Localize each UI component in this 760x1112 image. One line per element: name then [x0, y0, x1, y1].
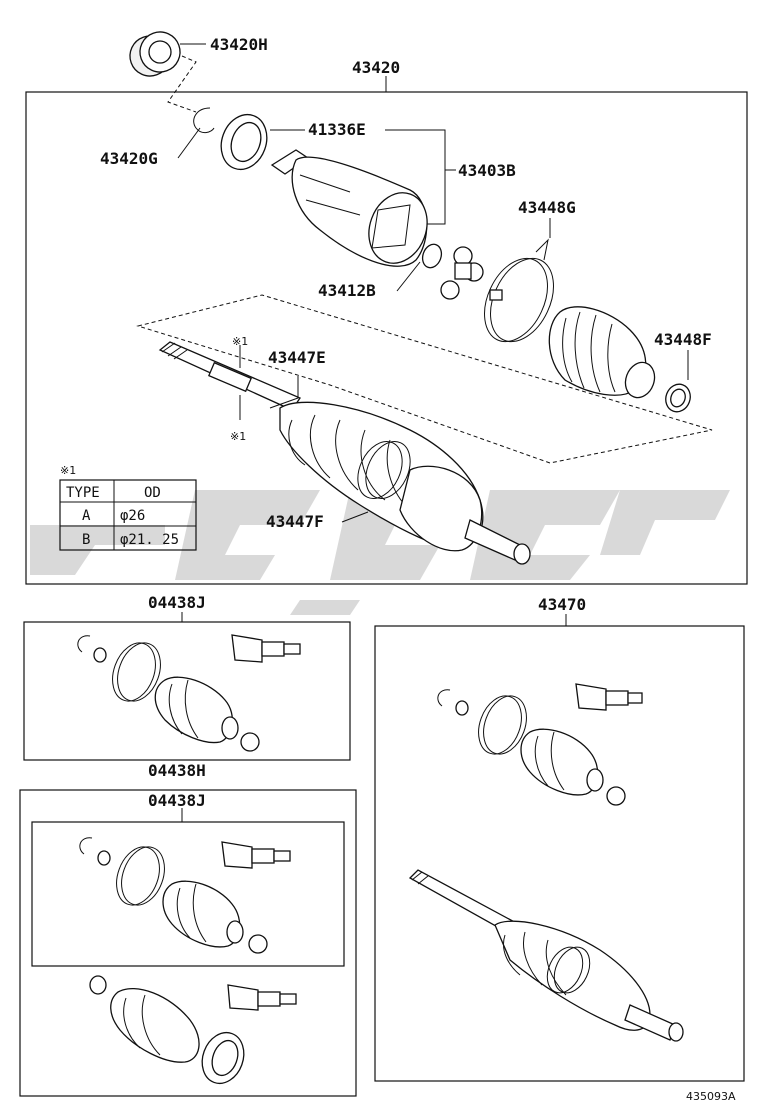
- dashed-subassembly-outline: [136, 294, 713, 464]
- table-cell-od-b: φ21. 25: [120, 532, 179, 548]
- inner-boot: [548, 306, 656, 399]
- kit-04438J-parts: [77, 634, 301, 752]
- leader-43447F: [341, 511, 369, 523]
- assembly-box-43470: [374, 625, 745, 1082]
- label-43447E: 43447E: [268, 348, 326, 367]
- kit-box-04438H: [19, 789, 357, 1097]
- boot-clamp-43448F: [665, 383, 691, 413]
- label-43403B: 43403B: [458, 161, 516, 180]
- note-mark-top: ※1: [232, 335, 248, 348]
- leader-43420G: [177, 127, 201, 159]
- label-04438J-inner: 04438J: [148, 791, 206, 810]
- table-cell-type-b: B: [82, 532, 90, 548]
- assembly-43470-parts: [408, 683, 684, 1042]
- table-header-od: OD: [144, 485, 161, 501]
- table-cell-type-a: A: [82, 508, 91, 524]
- boot-ring-41336E: [220, 113, 268, 171]
- snap-ring-43412B: [421, 243, 443, 269]
- leader-43420H-dashed: [167, 55, 197, 113]
- table-cell-od-a: φ26: [120, 508, 145, 524]
- kit-box-04438J-inner: [31, 821, 345, 967]
- label-43420G: 43420G: [100, 149, 158, 168]
- label-43448G: 43448G: [518, 198, 576, 217]
- label-43420H: 43420H: [210, 35, 268, 54]
- type-od-table: [59, 479, 197, 551]
- leader-43447E: [269, 376, 299, 409]
- leader-43412B: [396, 261, 421, 292]
- figure-code: 435093A: [686, 1090, 736, 1103]
- tripod-joint: [440, 246, 484, 300]
- oil-seal-43420H: [129, 31, 181, 77]
- label-04438H: 04438H: [148, 761, 206, 780]
- drive-shaft: [158, 341, 531, 565]
- table-header-type: TYPE: [66, 485, 100, 501]
- label-43412B: 43412B: [318, 281, 376, 300]
- label-43420: 43420: [352, 58, 400, 77]
- label-04438J-top: 04438J: [148, 593, 206, 612]
- boot-clamp-43448G: [484, 238, 554, 343]
- joint-housing-43403B: [270, 149, 428, 267]
- leader-41336E-43403B: [270, 129, 446, 225]
- snap-ring-43420G: [193, 107, 215, 134]
- label-43470: 43470: [538, 595, 586, 614]
- label-43447F: 43447F: [266, 512, 324, 531]
- kit-04438H-parts: [79, 837, 297, 1085]
- table-note-mark: ※1: [60, 464, 76, 477]
- kit-box-04438J: [23, 621, 351, 761]
- note-mark-bottom: ※1: [230, 430, 246, 443]
- label-43448F: 43448F: [654, 330, 712, 349]
- label-41336E: 41336E: [308, 120, 366, 139]
